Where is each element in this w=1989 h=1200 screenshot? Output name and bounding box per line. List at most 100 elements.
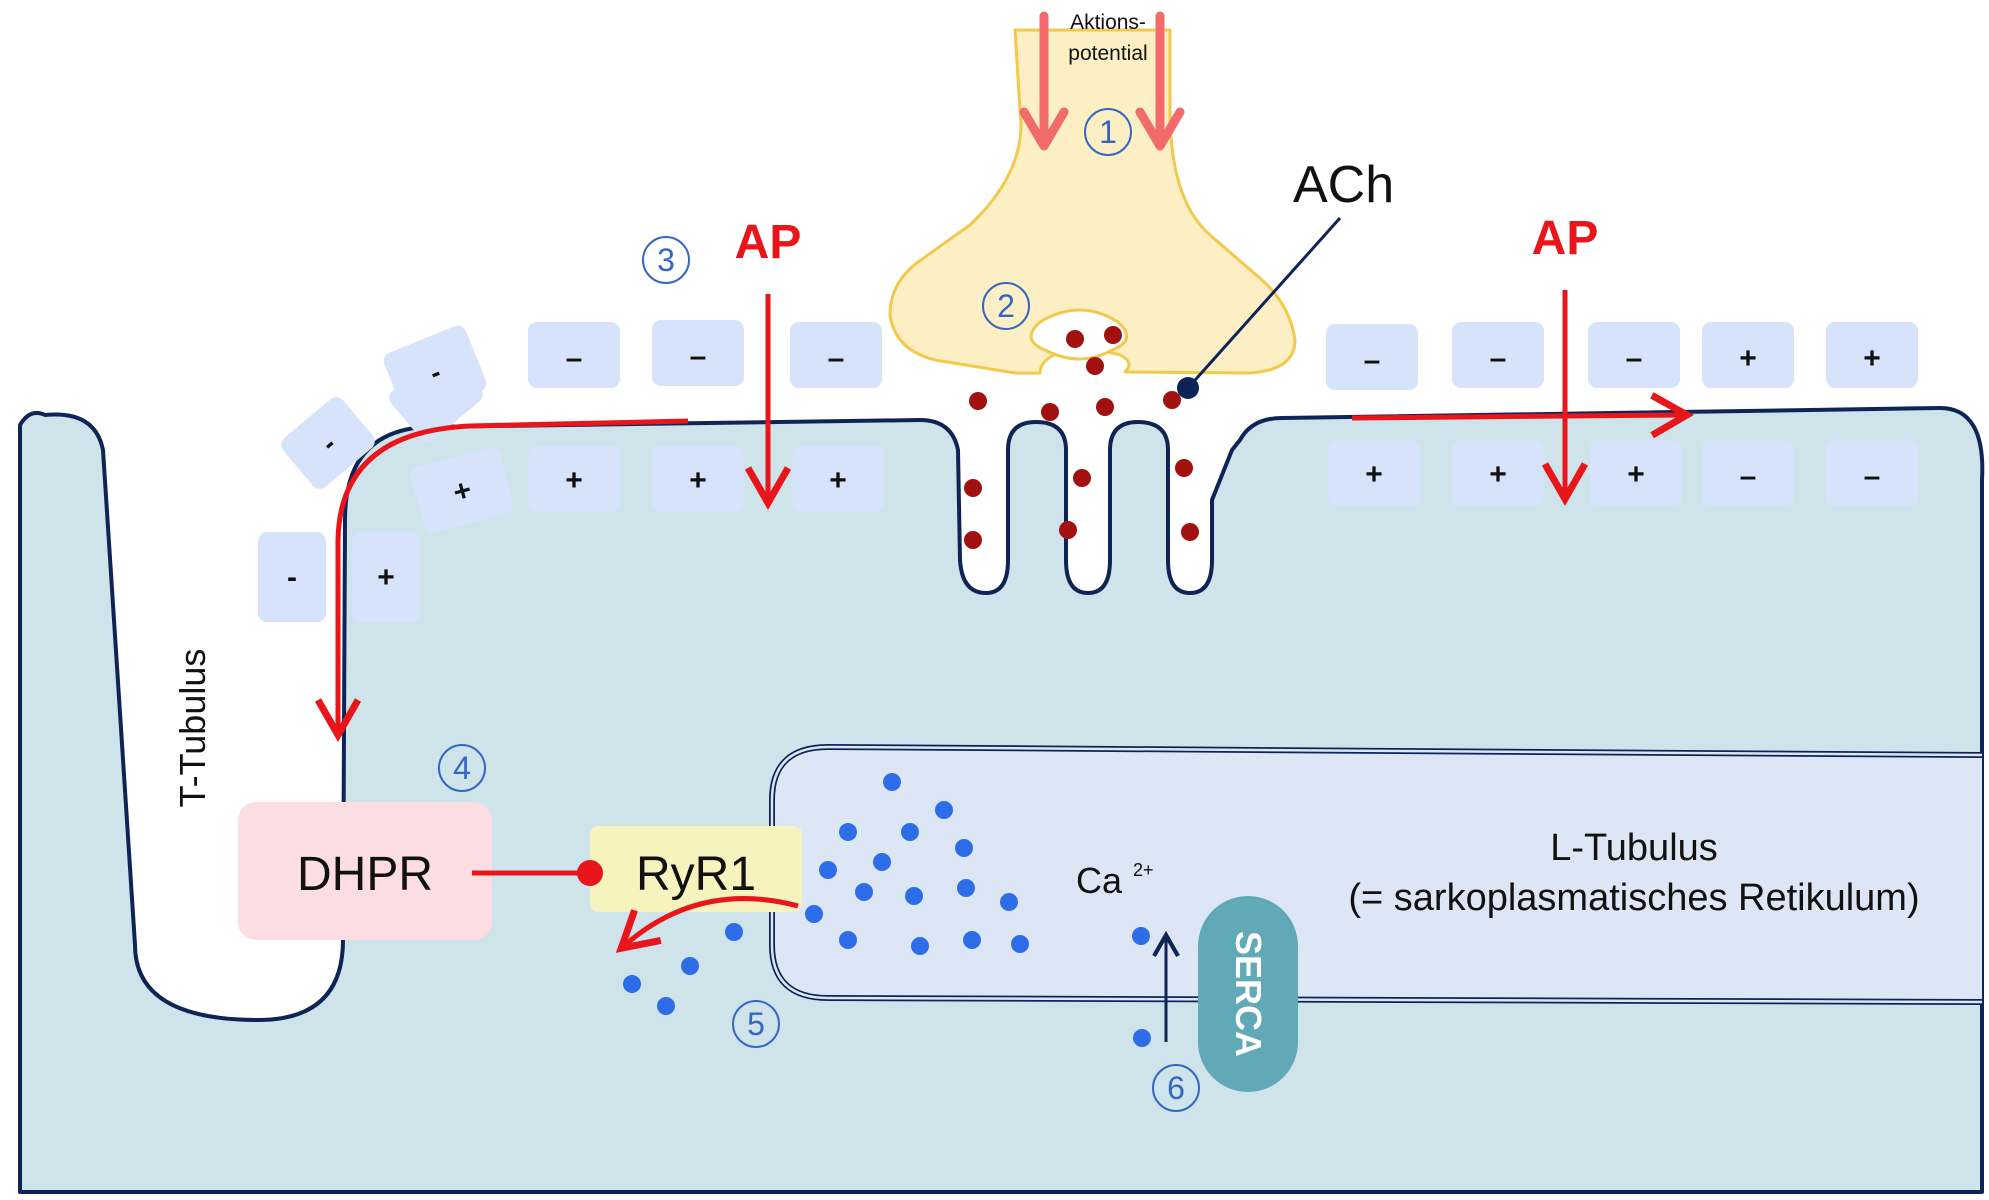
calcium-ion xyxy=(805,905,823,923)
charge-box-minus: – xyxy=(652,320,744,386)
calcium-ion xyxy=(957,879,975,897)
ap-label-right: AP xyxy=(1532,212,1599,265)
calcium-ion xyxy=(1000,893,1018,911)
charge-box-minus: – xyxy=(1326,324,1418,390)
charge-box-plus: + xyxy=(1826,322,1918,388)
dhpr-ryr1-link-dot xyxy=(577,860,603,886)
charges-left: - - - – – – + + xyxy=(258,320,884,622)
aktionspotential-arrows xyxy=(1019,11,1185,151)
svg-text:–: – xyxy=(1364,344,1381,377)
calcium-ion xyxy=(819,861,837,879)
svg-text:+: + xyxy=(1739,342,1757,375)
charge-box-plus: + xyxy=(652,446,744,512)
charge-box-plus: + xyxy=(1452,440,1544,506)
ap-propagation-arrow-right xyxy=(1351,392,1695,439)
ryr1-box xyxy=(590,826,802,912)
step-numbers: 1 2 3 4 5 6 xyxy=(453,114,1185,1106)
step-1-marker xyxy=(1084,108,1132,156)
charges-right: – – – + + + + + xyxy=(1326,322,1918,506)
ap-propagation-arrow-t-tubulus xyxy=(314,418,689,743)
step-2-number: 2 xyxy=(997,288,1015,324)
charge-box-minus: – xyxy=(790,322,882,388)
ach-label: ACh xyxy=(1293,156,1394,214)
ach-molecule xyxy=(1175,459,1193,477)
step-markers xyxy=(438,108,1200,1112)
l-tubulus xyxy=(769,743,1983,1005)
svg-text:–: – xyxy=(566,342,583,375)
svg-text:+: + xyxy=(1489,458,1507,491)
svg-text:+: + xyxy=(1627,458,1645,491)
serca-pump xyxy=(1198,896,1298,1092)
svg-text:–: – xyxy=(828,342,845,375)
calcium-ion xyxy=(1133,1029,1151,1047)
svg-text:+: + xyxy=(565,464,583,497)
svg-text:+: + xyxy=(1863,342,1881,375)
ach-molecule xyxy=(1059,521,1077,539)
ach-molecule xyxy=(1086,357,1104,375)
step-3-marker xyxy=(642,236,690,284)
charge-box-plus: + xyxy=(792,446,884,512)
l-tubulus-label-line2: (= sarkoplasmatisches Retikulum) xyxy=(1348,877,1919,919)
ach-vesicles xyxy=(964,326,1199,549)
calcium-ion xyxy=(681,957,699,975)
charge-box-minus: – xyxy=(1452,322,1544,388)
ach-molecule xyxy=(1073,469,1091,487)
calcium-ion xyxy=(955,839,973,857)
ach-molecule xyxy=(1104,326,1122,344)
charge-box-minus: - xyxy=(383,325,487,419)
svg-text:–: – xyxy=(1864,460,1881,493)
t-tubulus-label: T-Tubulus xyxy=(172,649,213,808)
calcium-ion xyxy=(883,773,901,791)
step-5-marker xyxy=(732,1000,780,1048)
dhpr-label: DHPR xyxy=(297,848,433,901)
svg-text:–: – xyxy=(1626,342,1643,375)
ach-molecule xyxy=(1163,391,1181,409)
charge-box-plus: + xyxy=(1590,440,1682,506)
svg-text:–: – xyxy=(1490,342,1507,375)
ach-molecule xyxy=(964,531,982,549)
ach-pointer-line xyxy=(1186,217,1342,389)
charge-box-minus: – xyxy=(1826,440,1918,506)
svg-text:+: + xyxy=(689,464,707,497)
charge-box-plus: + xyxy=(1328,440,1420,506)
calcium-ion xyxy=(911,937,929,955)
ach-molecule xyxy=(969,392,987,410)
calcium-ion xyxy=(657,997,675,1015)
step-6-marker xyxy=(1152,1064,1200,1112)
calcium-ion xyxy=(1132,927,1150,945)
ryr1-label: RyR1 xyxy=(636,848,756,901)
serca-label: SERCA xyxy=(1228,931,1269,1057)
charge-box-minus: – xyxy=(1702,440,1794,506)
svg-text:+: + xyxy=(1365,458,1383,491)
calcium-ion xyxy=(839,931,857,949)
svg-text:+: + xyxy=(377,561,395,594)
step-2-marker xyxy=(982,282,1030,330)
calcium-ion xyxy=(935,801,953,819)
step-6-number: 6 xyxy=(1167,1070,1185,1106)
charge-box-plus: + xyxy=(1702,322,1794,388)
ca-release-arrow xyxy=(615,896,799,953)
charge-box-minus: – xyxy=(528,322,620,388)
svg-text:–: – xyxy=(1740,460,1757,493)
step-4-marker xyxy=(438,744,486,792)
calcium-label: Ca xyxy=(1076,860,1123,901)
svg-text:–: – xyxy=(690,340,707,373)
step-3-number: 3 xyxy=(657,242,675,278)
calcium-ion xyxy=(901,823,919,841)
ach-molecule xyxy=(1096,398,1114,416)
charge-box-plus: + xyxy=(410,447,514,533)
step-5-number: 5 xyxy=(747,1006,765,1042)
charge-box-minus: – xyxy=(1588,322,1680,388)
aktionspotential-label-line1: Aktions- xyxy=(1070,11,1146,34)
calcium-ions xyxy=(623,773,1151,1047)
calcium-ion xyxy=(855,883,873,901)
ach-molecule xyxy=(1181,523,1199,541)
calcium-ion xyxy=(873,853,891,871)
l-tubulus-label-line1: L-Tubulus xyxy=(1550,827,1718,869)
ach-molecule xyxy=(1066,330,1084,348)
step-4-number: 4 xyxy=(453,750,471,786)
ach-molecule xyxy=(964,479,982,497)
svg-text:-: - xyxy=(287,561,297,594)
calcium-ion xyxy=(963,931,981,949)
ach-molecule xyxy=(1041,403,1059,421)
